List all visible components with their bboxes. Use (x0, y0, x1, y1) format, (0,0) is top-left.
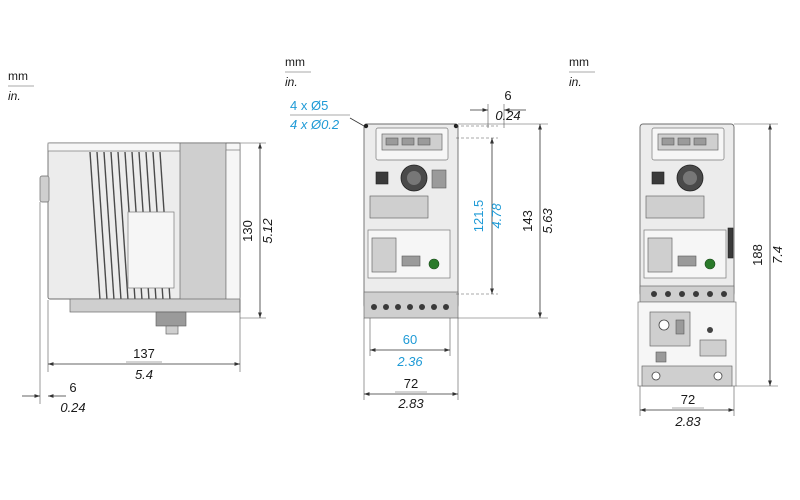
svg-text:137: 137 (133, 346, 155, 361)
svg-text:188: 188 (750, 244, 765, 266)
front-height-label: 143 5.63 (520, 208, 555, 234)
svg-text:72: 72 (404, 376, 418, 391)
svg-text:5.4: 5.4 (135, 367, 153, 382)
side-offset-label: 6 0.24 (60, 380, 85, 415)
unit-legend-right: mm in. (569, 55, 595, 89)
svg-text:130: 130 (240, 220, 255, 242)
plate-height-label: 188 7.4 (750, 244, 785, 266)
svg-text:6: 6 (504, 88, 511, 103)
unit-legend-left: mm in. (8, 69, 34, 103)
unit-legend-mm: mm (569, 55, 589, 69)
svg-text:5.63: 5.63 (540, 208, 555, 234)
svg-text:5.12: 5.12 (260, 218, 275, 244)
svg-text:121.5: 121.5 (471, 200, 486, 233)
svg-text:6: 6 (69, 380, 76, 395)
unit-legend-in: in. (285, 75, 298, 89)
svg-text:0.24: 0.24 (495, 108, 520, 123)
svg-text:143: 143 (520, 210, 535, 232)
front-with-plate-device (637, 123, 778, 416)
front-vertical-hole-spacing-label: 121.5 4.78 (471, 200, 504, 233)
unit-legend-in: in. (8, 89, 21, 103)
side-view-device (22, 142, 266, 404)
front-holes-label: 4 x Ø5 4 x Ø0.2 (290, 98, 350, 132)
front-width-label: 72 2.83 (395, 376, 427, 411)
front-horizontal-hole-spacing-label: 60 2.36 (396, 332, 423, 369)
side-depth-label: 137 5.4 (126, 346, 162, 382)
svg-text:2.36: 2.36 (396, 354, 423, 369)
unit-legend-mm: mm (8, 69, 28, 83)
svg-text:0.24: 0.24 (60, 400, 85, 415)
svg-text:2.83: 2.83 (397, 396, 424, 411)
front-top-offset-label: 6 0.24 (495, 88, 520, 123)
front-view-device (349, 104, 548, 400)
svg-text:2.83: 2.83 (674, 414, 701, 429)
svg-text:7.4: 7.4 (770, 246, 785, 264)
svg-text:60: 60 (403, 332, 417, 347)
svg-text:4 x Ø0.2: 4 x Ø0.2 (290, 117, 340, 132)
unit-legend-mm: mm (285, 55, 305, 69)
svg-text:72: 72 (681, 392, 695, 407)
svg-text:4.78: 4.78 (489, 203, 504, 229)
unit-legend-in: in. (569, 75, 582, 89)
plate-width-label: 72 2.83 (672, 392, 704, 429)
side-height-label: 130 5.12 (240, 218, 275, 244)
svg-text:4 x Ø5: 4 x Ø5 (290, 98, 328, 113)
unit-legend-middle: mm in. (285, 55, 311, 89)
